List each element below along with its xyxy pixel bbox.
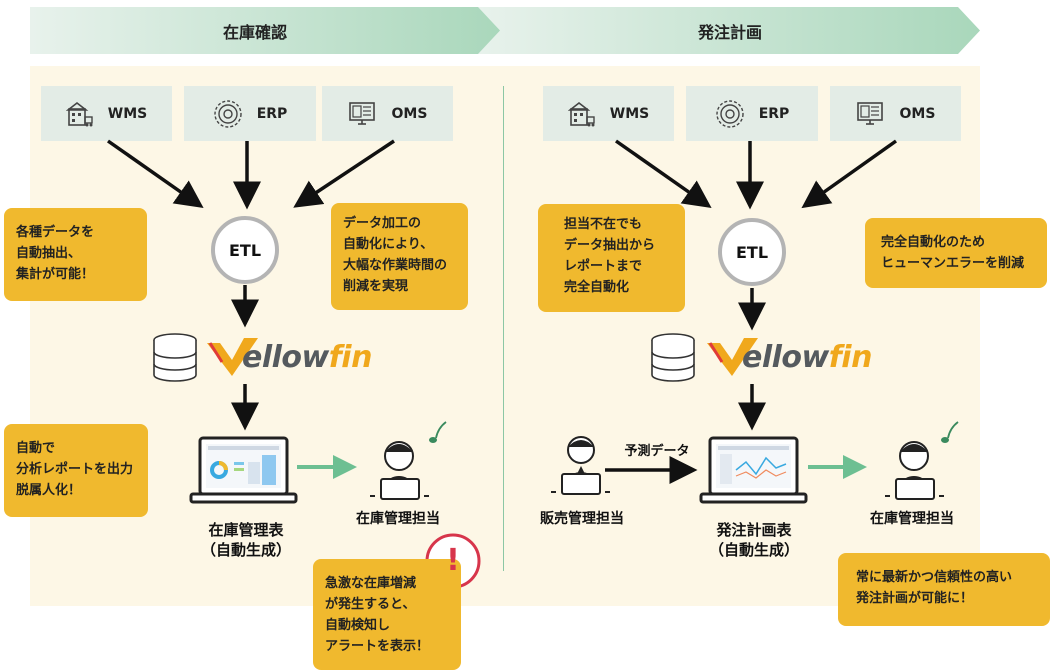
warehouse-icon	[567, 101, 595, 126]
note-auto-extract: 各種データを 自動抽出、 集計が可能！	[4, 208, 147, 301]
note-reliable-plan: 常に最新かつ信頼性の高い 発注計画が可能に！	[838, 553, 1050, 626]
sales-manager-label: 販売管理担当	[540, 511, 624, 527]
source-wms-label: WMS	[107, 105, 148, 122]
etl-node-right: ETL	[718, 218, 786, 286]
report-label-right: 発注計画表 （自動生成）	[708, 521, 799, 559]
note-human-error: 完全自動化のため ヒューマンエラーを削減	[865, 218, 1047, 288]
phase-title-order-plan: 発注計画	[697, 22, 762, 42]
source-oms-label: OMS	[391, 105, 428, 122]
note-alert: 急激な在庫増減 が発生すると、 自動検知し アラートを表示！	[313, 559, 461, 670]
source-wms-left: WMS	[41, 86, 172, 141]
content-panel	[30, 66, 980, 606]
source-erp-left: ERP	[184, 86, 316, 141]
yellowfin-logo-right: ellowfin	[742, 340, 872, 375]
source-erp-label: ERP	[758, 105, 790, 122]
report-label-left: 在庫管理表 （自動生成）	[200, 521, 291, 559]
order-monitor-icon	[348, 101, 375, 125]
source-oms-left: OMS	[322, 86, 453, 141]
forecast-data-label: 予測データ	[624, 444, 690, 459]
note-processing-automation: データ加工の 自動化により、 大幅な作業時間の 削減を実現	[331, 203, 468, 310]
erp-gear-icon	[213, 99, 242, 128]
etl-node-left: ETL	[211, 216, 279, 284]
note-full-automation: 担当不在でも データ抽出から レポートまで 完全自動化	[538, 204, 685, 312]
source-oms-right: OMS	[830, 86, 961, 141]
source-erp-right: ERP	[686, 86, 818, 141]
alert-exclamation: !	[446, 543, 460, 578]
source-wms-right: WMS	[543, 86, 674, 141]
person-label-right: 在庫管理担当	[870, 511, 954, 527]
yellowfin-logo-left: ellowfin	[242, 340, 372, 375]
source-oms-label: OMS	[899, 105, 936, 122]
order-monitor-icon	[856, 101, 883, 125]
note-auto-report: 自動で 分析レポートを出力 脱属人化！	[4, 424, 148, 517]
source-wms-label: WMS	[609, 105, 650, 122]
section-divider	[503, 86, 504, 571]
phase-title-stock-check: 在庫確認	[222, 22, 287, 42]
source-erp-label: ERP	[256, 105, 288, 122]
warehouse-icon	[65, 101, 93, 126]
person-label-left: 在庫管理担当	[356, 511, 440, 527]
erp-gear-icon	[715, 99, 744, 128]
